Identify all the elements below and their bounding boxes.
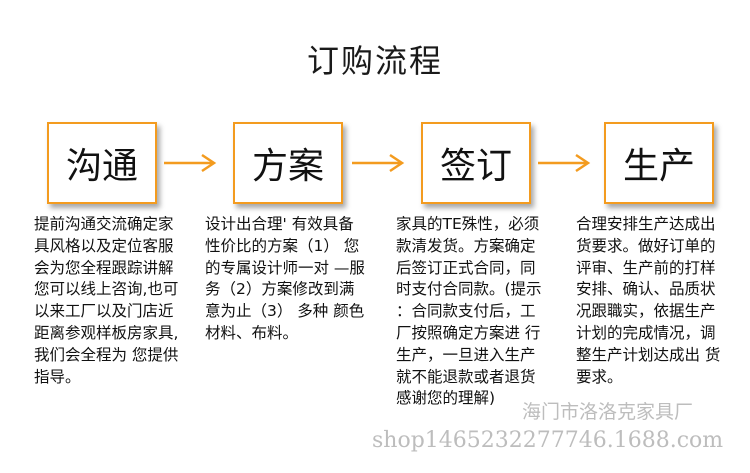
step-box-plan: 方案 (233, 122, 343, 204)
step-desc-plan: 设计出合理' 有效具备 性价比的方案（1） 您 的专属设计师一对 —服 务（2）… (205, 215, 365, 342)
step-box-communicate: 沟通 (47, 122, 157, 204)
step-desc-produce: 合理安排生产达成出 货要求。做好订单的 评审、生产前的打样 安排、确认、品质状 … (576, 215, 721, 386)
watermark-company: 海门市洛洛克家具厂 (522, 401, 694, 423)
arrow-right-icon (164, 153, 217, 173)
page-title: 订购流程 (306, 42, 443, 80)
arrow-right-icon (538, 153, 591, 173)
watermark-url: shop1465232277746.1688.com (372, 428, 724, 453)
step-box-produce: 生产 (604, 122, 714, 204)
step-desc-sign: 家具的TE殊性，必须 款清发货。方案确定 后签订正式合同，同 时支付合同款。(提… (396, 215, 542, 408)
arrow-right-icon (352, 153, 405, 173)
step-box-sign: 签订 (421, 122, 531, 204)
step-desc-communicate: 提前沟通交流确定家 具风格以及定位客服 会为您全程跟踪讲解 您可以线上咨询,也可… (34, 215, 179, 386)
